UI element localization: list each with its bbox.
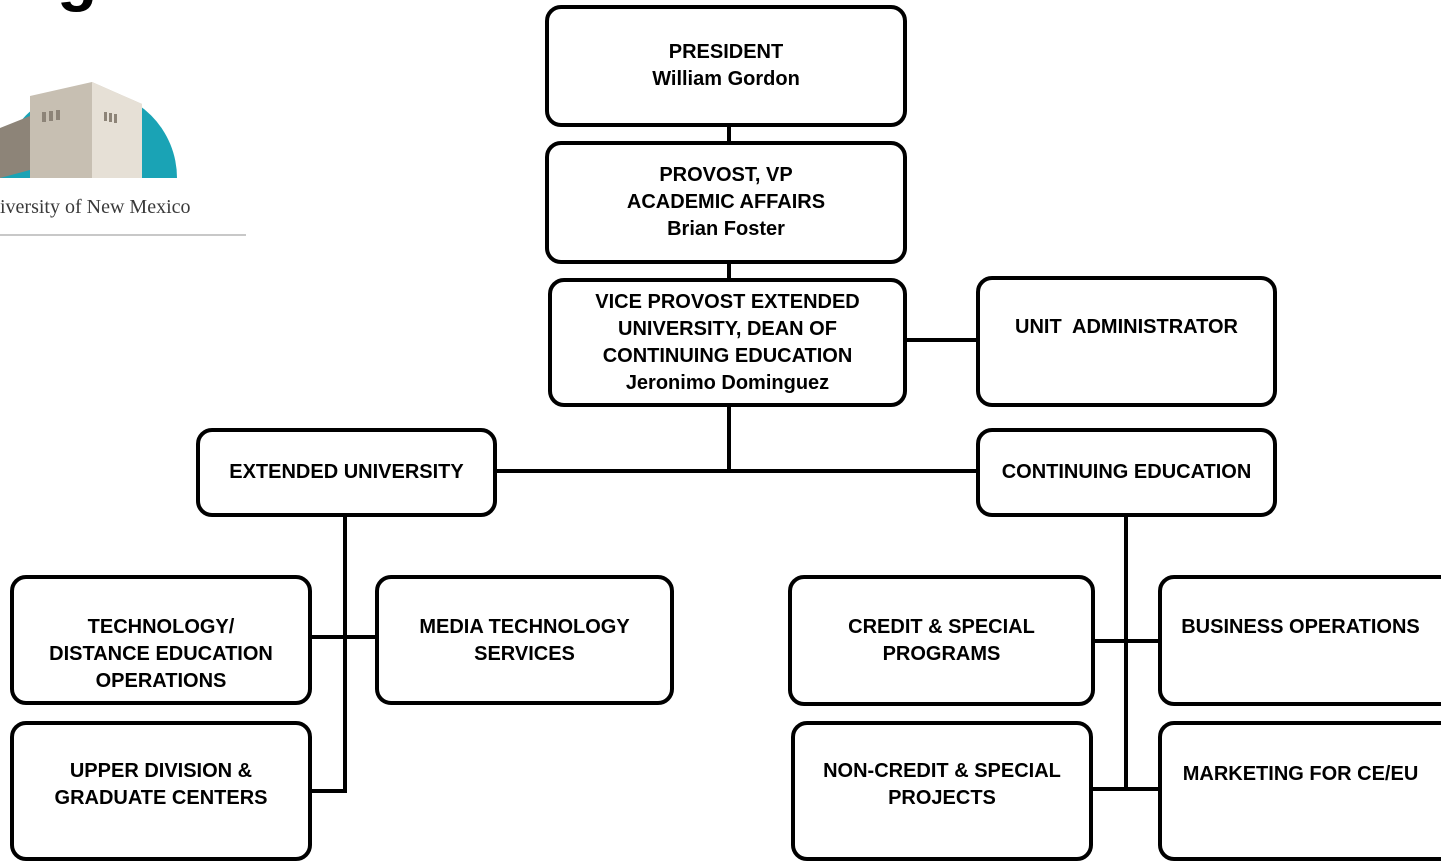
logo-building-side [92,82,142,178]
unit-administrator-title: UNIT ADMINISTRATOR [1015,316,1238,338]
technology-line2: DISTANCE EDUCATION [49,643,273,665]
vice-provost-title-line1: VICE PROVOST EXTENDED [595,290,860,313]
university-logo: iversity of New Mexico [0,0,260,245]
business-line1: BUSINESS OPERATIONS [1181,616,1420,638]
provost-title-line2: ACADEMIC AFFAIRS [626,191,826,213]
upper-division-line1: UPPER DIVISION & [69,760,253,782]
marketing-line1: MARKETING FOR CE/EU [1182,763,1419,785]
upper-division-line2: GRADUATE CENTERS [54,787,268,809]
technology-distance-education-box: TECHNOLOGY/ DISTANCE EDUCATION OPERATION… [10,575,312,705]
media-line2: SERVICES [474,643,575,665]
logo-graphic [0,82,177,178]
technology-line1: TECHNOLOGY/ [87,616,235,638]
vice-provost-name: Jeronimo Dominguez [625,371,830,394]
vice-provost-title-line2: UNIVERSITY, DEAN OF [618,317,837,340]
logo-building-shadow [0,116,30,178]
credit-special-programs-box: CREDIT & SPECIAL PROGRAMS [788,575,1095,706]
vice-provost-box: VICE PROVOST EXTENDED UNIVERSITY, DEAN O… [548,278,907,407]
continuing-education-title: CONTINUING EDUCATION [1001,461,1252,483]
provost-name: Brian Foster [667,218,785,240]
non-credit-special-projects-box: NON-CREDIT & SPECIAL PROJECTS [791,721,1093,861]
credit-line1: CREDIT & SPECIAL [848,616,1035,638]
technology-line3: OPERATIONS [95,670,227,692]
vice-provost-title-line3: CONTINUING EDUCATION [602,344,853,367]
marketing-box: MARKETING FOR CE/EU [1158,721,1441,861]
upper-division-graduate-centers-box: UPPER DIVISION & GRADUATE CENTERS [10,721,312,861]
logo-windows [42,110,117,123]
media-technology-services-box: MEDIA TECHNOLOGY SERVICES [375,575,674,705]
non-credit-line1: NON-CREDIT & SPECIAL [823,760,1061,782]
provost-title-line1: PROVOST, VP [659,164,793,186]
president-box: PRESIDENT William Gordon [545,5,907,127]
provost-box: PROVOST, VP ACADEMIC AFFAIRS Brian Foste… [545,141,907,264]
president-title: PRESIDENT [668,41,784,63]
page-title-fragment: g [57,0,97,8]
non-credit-line2: PROJECTS [888,787,996,809]
business-operations-box: BUSINESS OPERATIONS [1158,575,1441,706]
credit-line2: PROGRAMS [882,643,1001,665]
media-line1: MEDIA TECHNOLOGY [419,616,630,638]
extended-university-box: EXTENDED UNIVERSITY [196,428,497,517]
president-name: William Gordon [652,68,800,90]
continuing-education-box: CONTINUING EDUCATION [976,428,1277,517]
logo-text: iversity of New Mexico [0,196,191,218]
extended-university-title: EXTENDED UNIVERSITY [229,461,464,483]
logo-divider [0,234,246,236]
unit-administrator-box: UNIT ADMINISTRATOR [976,276,1277,407]
